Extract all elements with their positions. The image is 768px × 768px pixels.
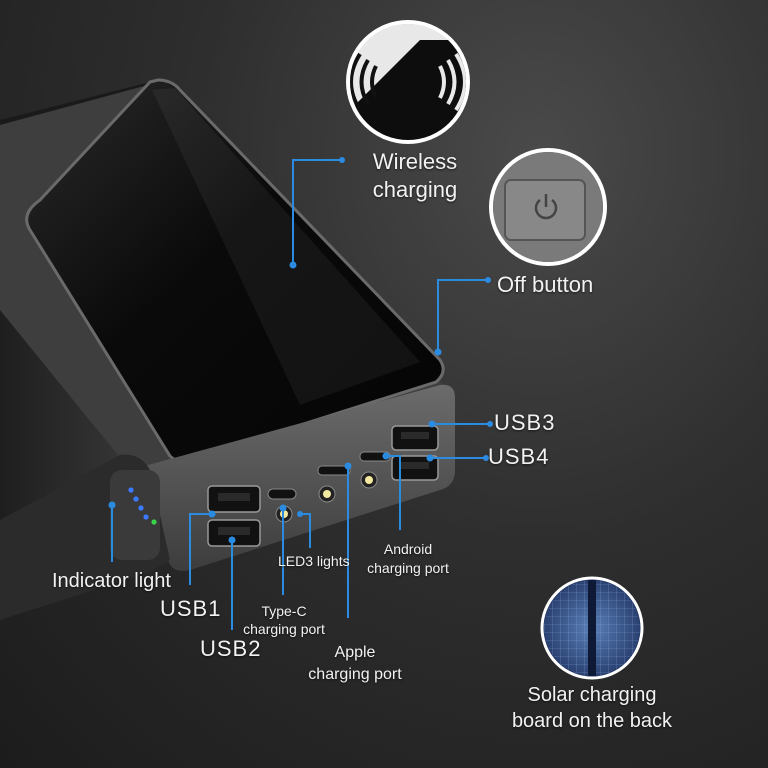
power-button-icon [489, 148, 607, 266]
usb1-label: USB1 [160, 596, 222, 621]
wireless-charging-label: Wireless charging [360, 148, 470, 204]
usb-ports-left [207, 485, 261, 547]
callout-dots [108, 157, 493, 544]
solar-charging-label: Solar charging board on the back [502, 682, 682, 734]
android-label-line1: Android [383, 541, 433, 557]
solar-label-line1: Solar charging [527, 684, 657, 706]
apple-label-line2: charging port [308, 666, 402, 683]
solar-panel-icon [540, 576, 644, 680]
usb4-label: USB4 [488, 444, 550, 469]
power-bank-body [0, 78, 455, 620]
apple-port-label: Apple charging port [300, 642, 410, 686]
indicator-leds [128, 487, 157, 525]
android-port-label: Android charging port [360, 540, 456, 578]
callout-lines [111, 159, 488, 630]
off-button-label: Off button [497, 272, 594, 297]
android-label-line2: charging port [367, 560, 449, 576]
wireless-label-line1: Wireless [372, 149, 458, 174]
type-c-label-line1: Type-C [261, 603, 307, 619]
apple-label-line1: Apple [334, 644, 376, 661]
type-c-port-label: Type-C charging port [236, 602, 332, 638]
usb-ports-right [391, 425, 439, 481]
led-lights-label: LED3 lights [278, 553, 350, 569]
solar-label-line2: board on the back [511, 710, 673, 732]
wireless-label-line2: charging [372, 177, 458, 202]
type-c-port [267, 488, 297, 500]
usb3-label: USB3 [494, 410, 556, 435]
apple-port [317, 465, 351, 476]
wireless-charging-icon [346, 20, 470, 144]
usb2-label: USB2 [200, 636, 262, 661]
indicator-light-label: Indicator light [52, 570, 171, 592]
type-c-label-line2: charging port [243, 621, 325, 637]
